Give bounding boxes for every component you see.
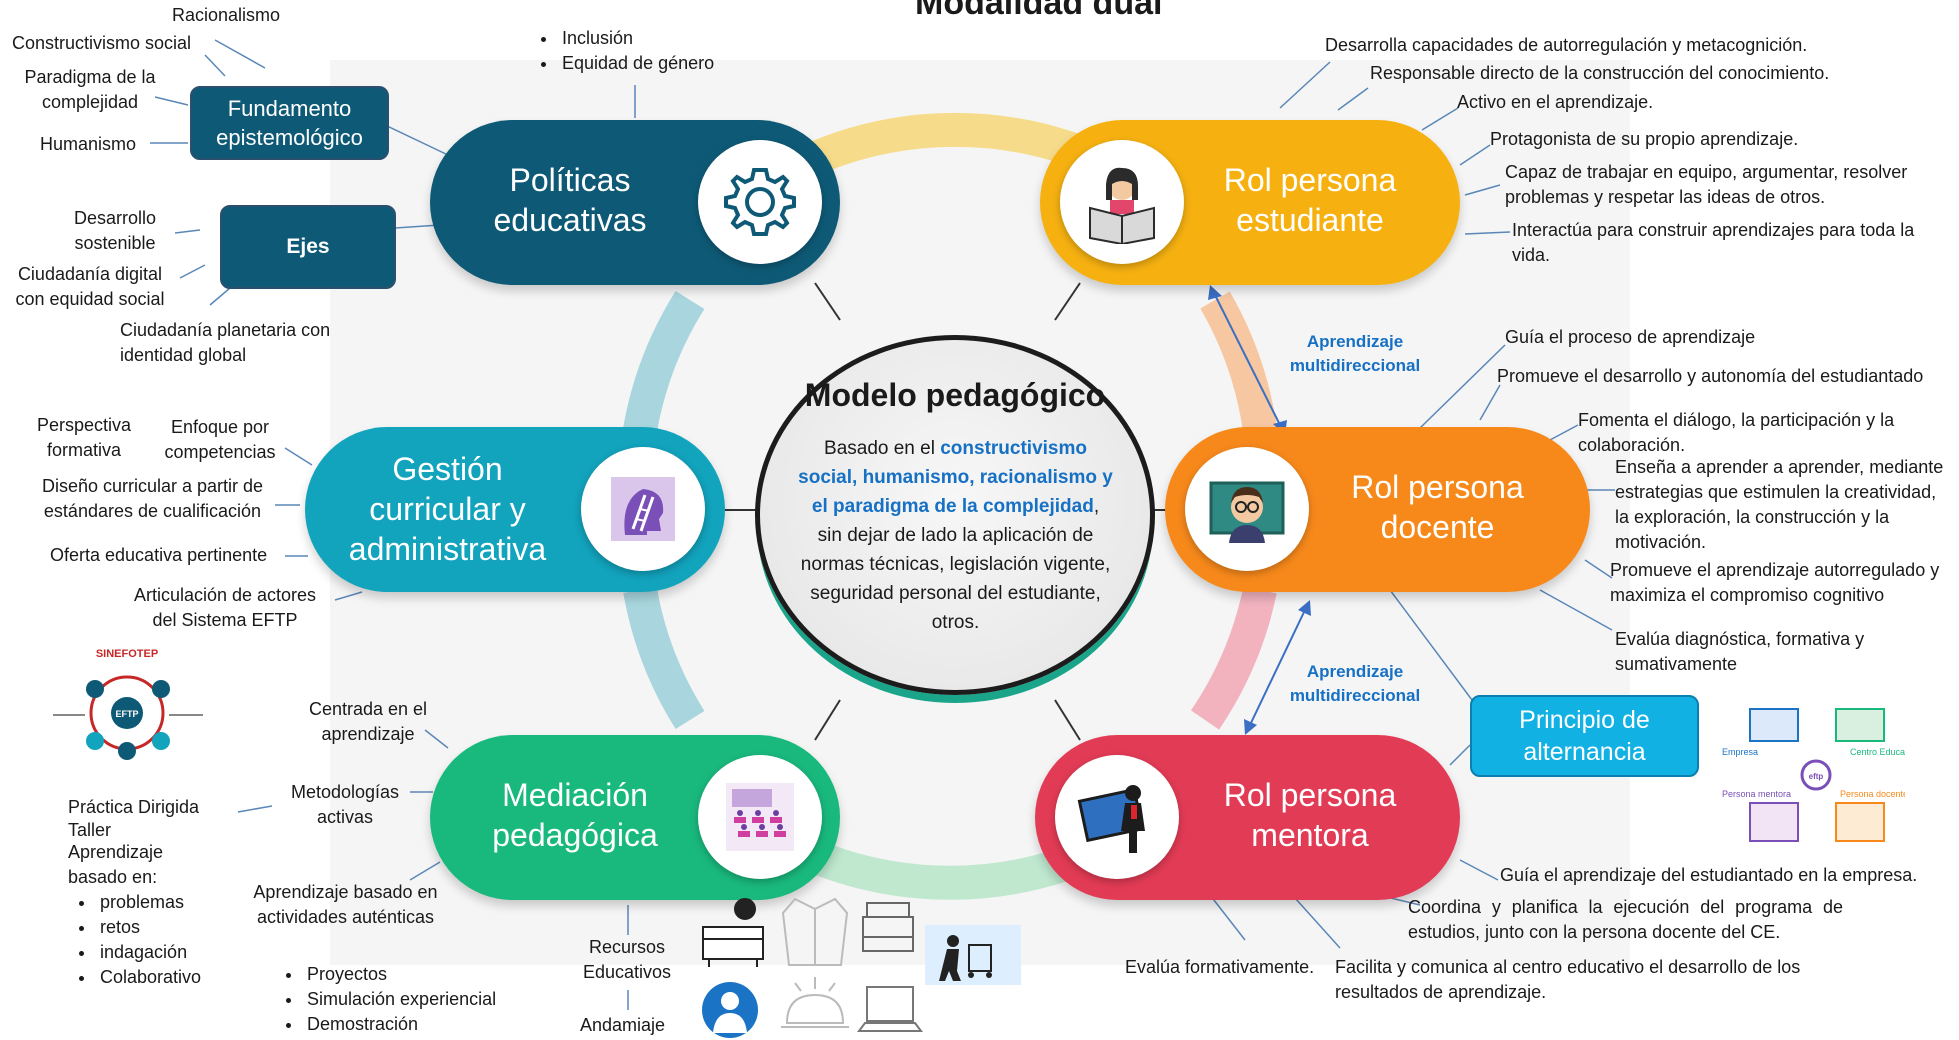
annotation-mentora-3: Evalúa formativamente.: [1125, 957, 1315, 977]
box-fundamento-epistemologico: Fundamento epistemológico: [190, 86, 389, 160]
annotation-desarrollo-sostenible: Desarrollo sostenible: [73, 208, 157, 253]
list-item: Demostración: [303, 1012, 496, 1037]
alternancia-diagram: eftp Empresa Centro Educativo Persona me…: [1722, 708, 1905, 842]
pill-rol-estudiante[interactable]: Rol persona estudiante: [1040, 120, 1460, 285]
center-description: Basado en el constructivismo social, hum…: [798, 434, 1113, 637]
mind-ladder-icon: [581, 447, 705, 571]
center-title: Modelo pedagógico: [804, 377, 1106, 413]
center-modelo-pedagogico: Modelo pedagógico Basado en el construct…: [755, 335, 1155, 695]
alternancia-label-centro: Centro Educativo: [1850, 747, 1905, 757]
alternancia-hub: eftp: [1809, 772, 1824, 781]
pill-label: Mediación pedagógica: [492, 777, 658, 853]
annotation-humanismo: Humanismo: [40, 134, 137, 154]
annotation-actividades-autenticas: Aprendizaje basado en actividades autént…: [253, 882, 438, 927]
pill-label: Rol persona mentora: [1223, 777, 1397, 853]
annotation-aprendizaje-basado: Aprendizaje basado en:: [68, 842, 164, 887]
list-item: Proyectos: [303, 962, 496, 987]
pill-label: Gestión curricular y administrativa: [348, 451, 547, 567]
list-item: indagación: [96, 940, 201, 965]
pill-label: Rol persona estudiante: [1223, 162, 1397, 238]
annotation-docente-2: Promueve el desarrollo y autonomía del e…: [1497, 366, 1924, 386]
annotation-estudiante-4: Protagonista de su propio aprendizaje.: [1490, 129, 1799, 149]
coat-icon: [781, 897, 849, 966]
annotation-estudiante-1: Desarrolla capacidades de autorregulació…: [1325, 35, 1808, 55]
annotation-andamiaje: Andamiaje: [580, 1015, 666, 1035]
center-text-post: , sin dejar de lado la aplicación de nor…: [800, 496, 1111, 633]
annotation-mentora-4: Facilita y comunica al centro educativo …: [1335, 957, 1801, 1002]
annotation-docente-3: Fomenta el diálogo, la participación y l…: [1578, 410, 1895, 455]
sinefotep-diagram: SINEFOTEP EFTP: [53, 648, 203, 760]
annotation-metodologias-activas: Metodologías activas: [290, 782, 400, 827]
bellhop-icon: [925, 925, 1021, 985]
politicas-list: Inclusión Equidad de género: [530, 26, 714, 76]
box-ejes: Ejes: [220, 205, 396, 289]
annotation-mentora-1: Guía el aprendizaje del estudiantado en …: [1500, 865, 1918, 885]
autenticas-list: Proyectos Simulación experiencial Demost…: [275, 962, 496, 1037]
bell-icon: [781, 977, 849, 1028]
alternancia-label-mentora: Persona mentora: [1722, 789, 1791, 799]
box-principio-alternancia: Principio de alternancia: [1470, 695, 1699, 777]
list-item: problemas: [96, 890, 201, 915]
gear-icon: [698, 140, 822, 264]
multidireccional-label: Aprendizaje multidireccional: [1289, 662, 1421, 705]
annotation-complejidad: Paradigma de la complejidad: [24, 67, 156, 112]
annotation-estudiante-2: Responsable directo de la construcción d…: [1370, 63, 1830, 83]
receptionist-icon: [702, 898, 764, 967]
annotation-docente-1: Guía el proceso de aprendizaje: [1505, 327, 1756, 347]
list-item: Colaborativo: [96, 965, 201, 990]
annotation-racionalismo: Racionalismo: [172, 5, 281, 25]
annotation-ciudadania-digital: Ciudadanía digital con equidad social: [15, 264, 165, 309]
annotation-perspectiva-formativa: Perspectiva formativa: [36, 415, 132, 460]
pill-politicas-educativas[interactable]: Políticas educativas: [430, 120, 840, 285]
list-item: Inclusión: [558, 26, 714, 51]
annotation-docente-6: Evalúa diagnóstica, formativa y sumativa…: [1615, 629, 1865, 674]
annotation-estudiante-5: Capaz de trabajar en equipo, argumentar,…: [1505, 162, 1908, 207]
annotation-constructivismo: Constructivismo social: [12, 33, 192, 53]
abp-list: problemas retos indagación Colaborativo: [68, 890, 201, 990]
teacher-icon: [1185, 447, 1309, 571]
annotation-enfoque-competencias: Enfoque por competencias: [164, 417, 276, 462]
pill-label: Rol persona docente: [1351, 469, 1524, 545]
annotation-taller: Taller: [68, 820, 112, 840]
annotation-practica-dirigida: Práctica Dirigida: [68, 797, 200, 817]
headset-icon: [702, 982, 758, 1038]
laptop-icon: [857, 986, 923, 1032]
pill-gestion-curricular[interactable]: Gestión curricular y administrativa: [305, 427, 725, 592]
pill-mediacion-pedagogica[interactable]: Mediación pedagógica: [430, 735, 840, 900]
pill-label: Políticas educativas: [493, 162, 647, 238]
annotation-mentora-2: Coordina y planifica la ejecución del pr…: [1408, 897, 1843, 942]
annotation-estudiante-6: Interactúa para construir aprendizajes p…: [1512, 220, 1915, 265]
student-reading-icon: [1060, 140, 1184, 264]
pill-rol-docente[interactable]: Rol persona docente: [1165, 427, 1590, 592]
resource-icons: [702, 897, 1021, 1038]
annotation-diseno-curricular: Diseño curricular a partir de estándares…: [41, 476, 264, 521]
annotation-oferta-educativa: Oferta educativa pertinente: [50, 545, 268, 565]
mentor-icon: [1055, 755, 1179, 879]
pill-rol-mentora[interactable]: Rol persona mentora: [1035, 735, 1460, 900]
multidireccional-label: Aprendizaje multidireccional: [1289, 332, 1421, 375]
diagram-title: Modalidad dual: [915, 0, 1163, 22]
list-item: Simulación experiencial: [303, 987, 496, 1012]
list-item: retos: [96, 915, 201, 940]
alternancia-label-docente: Persona docente: [1840, 789, 1905, 799]
sinefotep-hub: EFTP: [115, 709, 138, 719]
classroom-icon: [698, 755, 822, 879]
center-text-pre: Basado en el: [824, 438, 941, 459]
annotation-estudiante-3: Activo en el aprendizaje.: [1457, 92, 1654, 112]
sinefotep-title: SINEFOTEP: [96, 648, 158, 660]
center-text-highlight: constructivismo social, humanismo, racio…: [798, 438, 1113, 517]
list-item: Equidad de género: [558, 51, 714, 76]
annotation-centrada-aprendizaje: Centrada en el aprendizaje: [308, 699, 428, 744]
annotation-articulacion-actores: Articulación de actores del Sistema EFTP: [133, 585, 317, 630]
annotation-ciudadania-planetaria: Ciudadanía planetaria con identidad glob…: [120, 320, 331, 365]
alternancia-label-empresa: Empresa: [1722, 747, 1758, 757]
bed-icon: [862, 902, 914, 952]
annotation-docente-4: Enseña a aprender a aprender, mediante e…: [1615, 457, 1944, 552]
annotation-recursos-educativos: Recursos Educativos: [582, 937, 672, 982]
annotation-docente-5: Promueve el aprendizaje autorregulado y …: [1610, 560, 1940, 605]
